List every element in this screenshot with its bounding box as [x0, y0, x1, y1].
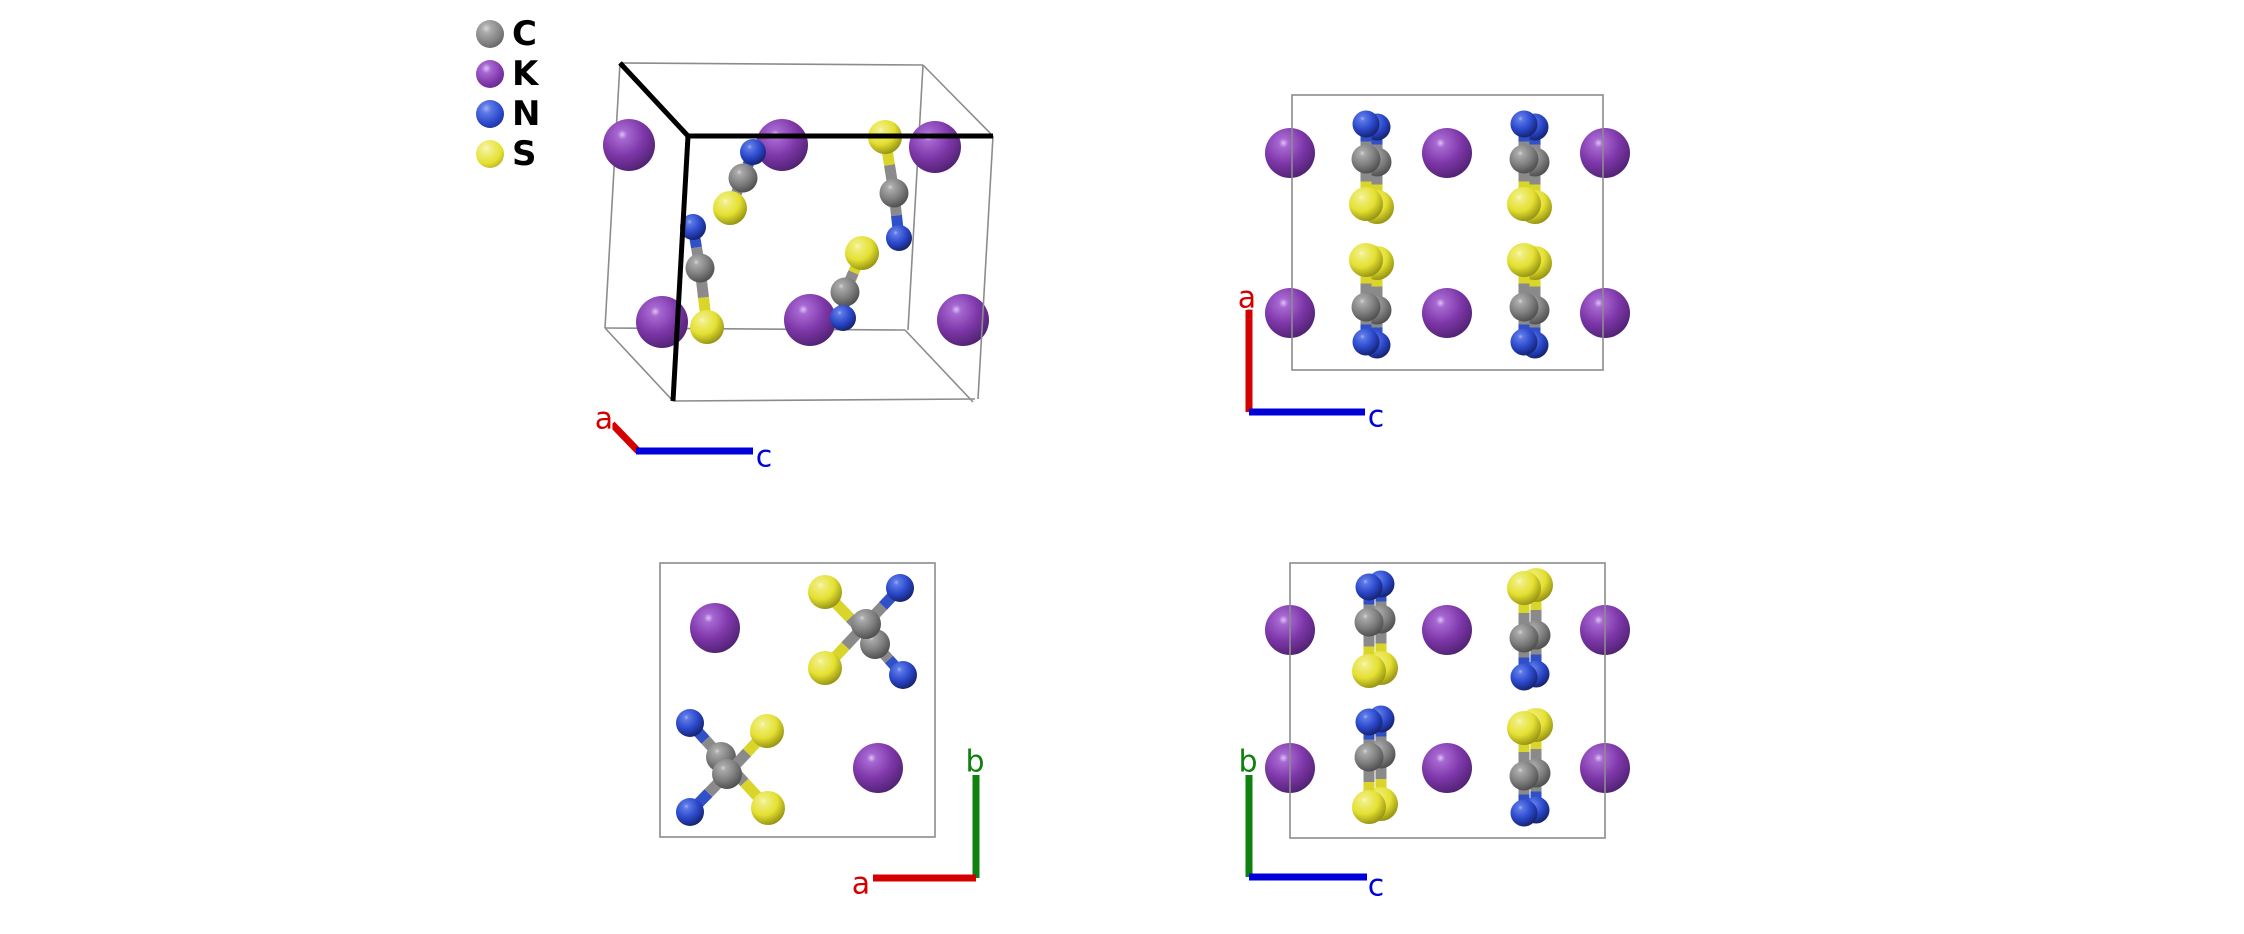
- atom-N: [740, 139, 766, 165]
- atom-K: [1265, 128, 1315, 178]
- atom-S: [1507, 711, 1541, 745]
- atom-S: [1352, 654, 1386, 688]
- line: [922, 64, 994, 137]
- atom-N: [1352, 328, 1380, 356]
- unit-cell-outline: [1291, 94, 1604, 371]
- atom-K: [1422, 743, 1472, 793]
- atom-S: [750, 714, 784, 748]
- atom-N: [676, 798, 704, 826]
- legend-swatch-C-icon: [476, 20, 504, 48]
- line: [977, 135, 994, 400]
- atom-S: [1349, 187, 1383, 221]
- legend-item-K: K: [476, 54, 540, 94]
- atom-C: [851, 609, 881, 639]
- atom-C: [879, 178, 909, 208]
- atom-K: [690, 603, 740, 653]
- element-legend: C K N S: [476, 14, 540, 174]
- atom-S: [751, 791, 785, 825]
- atom-N: [1510, 799, 1538, 827]
- line: [618, 61, 690, 138]
- atom-N: [1510, 328, 1538, 356]
- atom-C: [712, 759, 742, 789]
- legend-item-C: C: [476, 14, 540, 54]
- atom-N: [680, 214, 706, 240]
- perspective-view: ac: [593, 61, 994, 477]
- atom-S: [808, 651, 842, 685]
- atom-C: [1354, 742, 1384, 772]
- axis-label-c: c: [1368, 869, 1385, 904]
- atom-K: [784, 294, 836, 346]
- atom-C: [1509, 292, 1539, 322]
- legend-item-N: N: [476, 94, 540, 134]
- atom-K: [937, 294, 989, 346]
- axis-label-a: a: [1238, 281, 1256, 316]
- atom-C: [1351, 144, 1381, 174]
- line: [904, 329, 974, 403]
- atom-S: [1352, 790, 1386, 824]
- atom-C: [1351, 292, 1381, 322]
- axis-label-b: b: [965, 745, 984, 780]
- atom-C: [1354, 607, 1384, 637]
- atom-K: [756, 119, 808, 171]
- axis-label-a: a: [852, 867, 870, 902]
- axis-label-c: c: [1368, 400, 1385, 435]
- atom-K: [1422, 605, 1472, 655]
- line: [604, 327, 674, 402]
- axis-label-c: c: [756, 440, 773, 475]
- line: [907, 64, 924, 331]
- legend-swatch-S-icon: [476, 140, 504, 168]
- legend-swatch-N-icon: [476, 100, 504, 128]
- projection-along-a: bc: [1236, 562, 1630, 906]
- legend-item-S: S: [476, 134, 540, 174]
- atom-N: [830, 305, 856, 331]
- atom-N: [1510, 110, 1538, 138]
- atom-N: [1352, 110, 1380, 138]
- atom-S: [690, 310, 724, 344]
- atom-C: [1509, 623, 1539, 653]
- line: [609, 421, 641, 454]
- atom-N: [889, 661, 917, 689]
- axis-label-b: b: [1238, 745, 1257, 780]
- projection-along-c: ba: [659, 562, 987, 904]
- legend-label-C: C: [512, 14, 537, 54]
- atom-S: [808, 575, 842, 609]
- atom-S: [1507, 571, 1541, 605]
- atom-N: [1510, 663, 1538, 691]
- atom-K: [909, 121, 961, 173]
- projection-along-b: ac: [1236, 94, 1630, 437]
- legend-label-S: S: [512, 134, 537, 174]
- atom-C: [1509, 761, 1539, 791]
- atom-K: [603, 119, 655, 171]
- atom-K: [1422, 128, 1472, 178]
- atom-C: [728, 163, 758, 193]
- atom-C: [1509, 144, 1539, 174]
- atom-N: [676, 709, 704, 737]
- atom-N: [886, 225, 912, 251]
- atom-S: [1507, 187, 1541, 221]
- line: [604, 62, 621, 329]
- unit-cell-outline: [1289, 562, 1606, 839]
- legend-label-N: N: [512, 94, 541, 134]
- atom-N: [886, 574, 914, 602]
- atom-S: [713, 191, 747, 225]
- line: [672, 398, 976, 402]
- atom-C: [685, 253, 715, 283]
- atom-K: [1265, 288, 1315, 338]
- atom-S: [1507, 243, 1541, 277]
- atom-S: [845, 236, 879, 270]
- atom-C: [830, 277, 860, 307]
- line: [670, 135, 691, 402]
- atom-K: [1580, 128, 1630, 178]
- unit-cell-outline: [659, 562, 936, 838]
- atom-N: [1355, 708, 1383, 736]
- legend-swatch-K-icon: [476, 60, 504, 88]
- atom-K: [1422, 288, 1472, 338]
- atom-K: [853, 743, 903, 793]
- atom-N: [1355, 573, 1383, 601]
- atom-S: [1349, 243, 1383, 277]
- legend-label-K: K: [512, 54, 539, 94]
- axis-label-a: a: [595, 402, 613, 437]
- atom-K: [1580, 288, 1630, 338]
- line: [619, 62, 924, 66]
